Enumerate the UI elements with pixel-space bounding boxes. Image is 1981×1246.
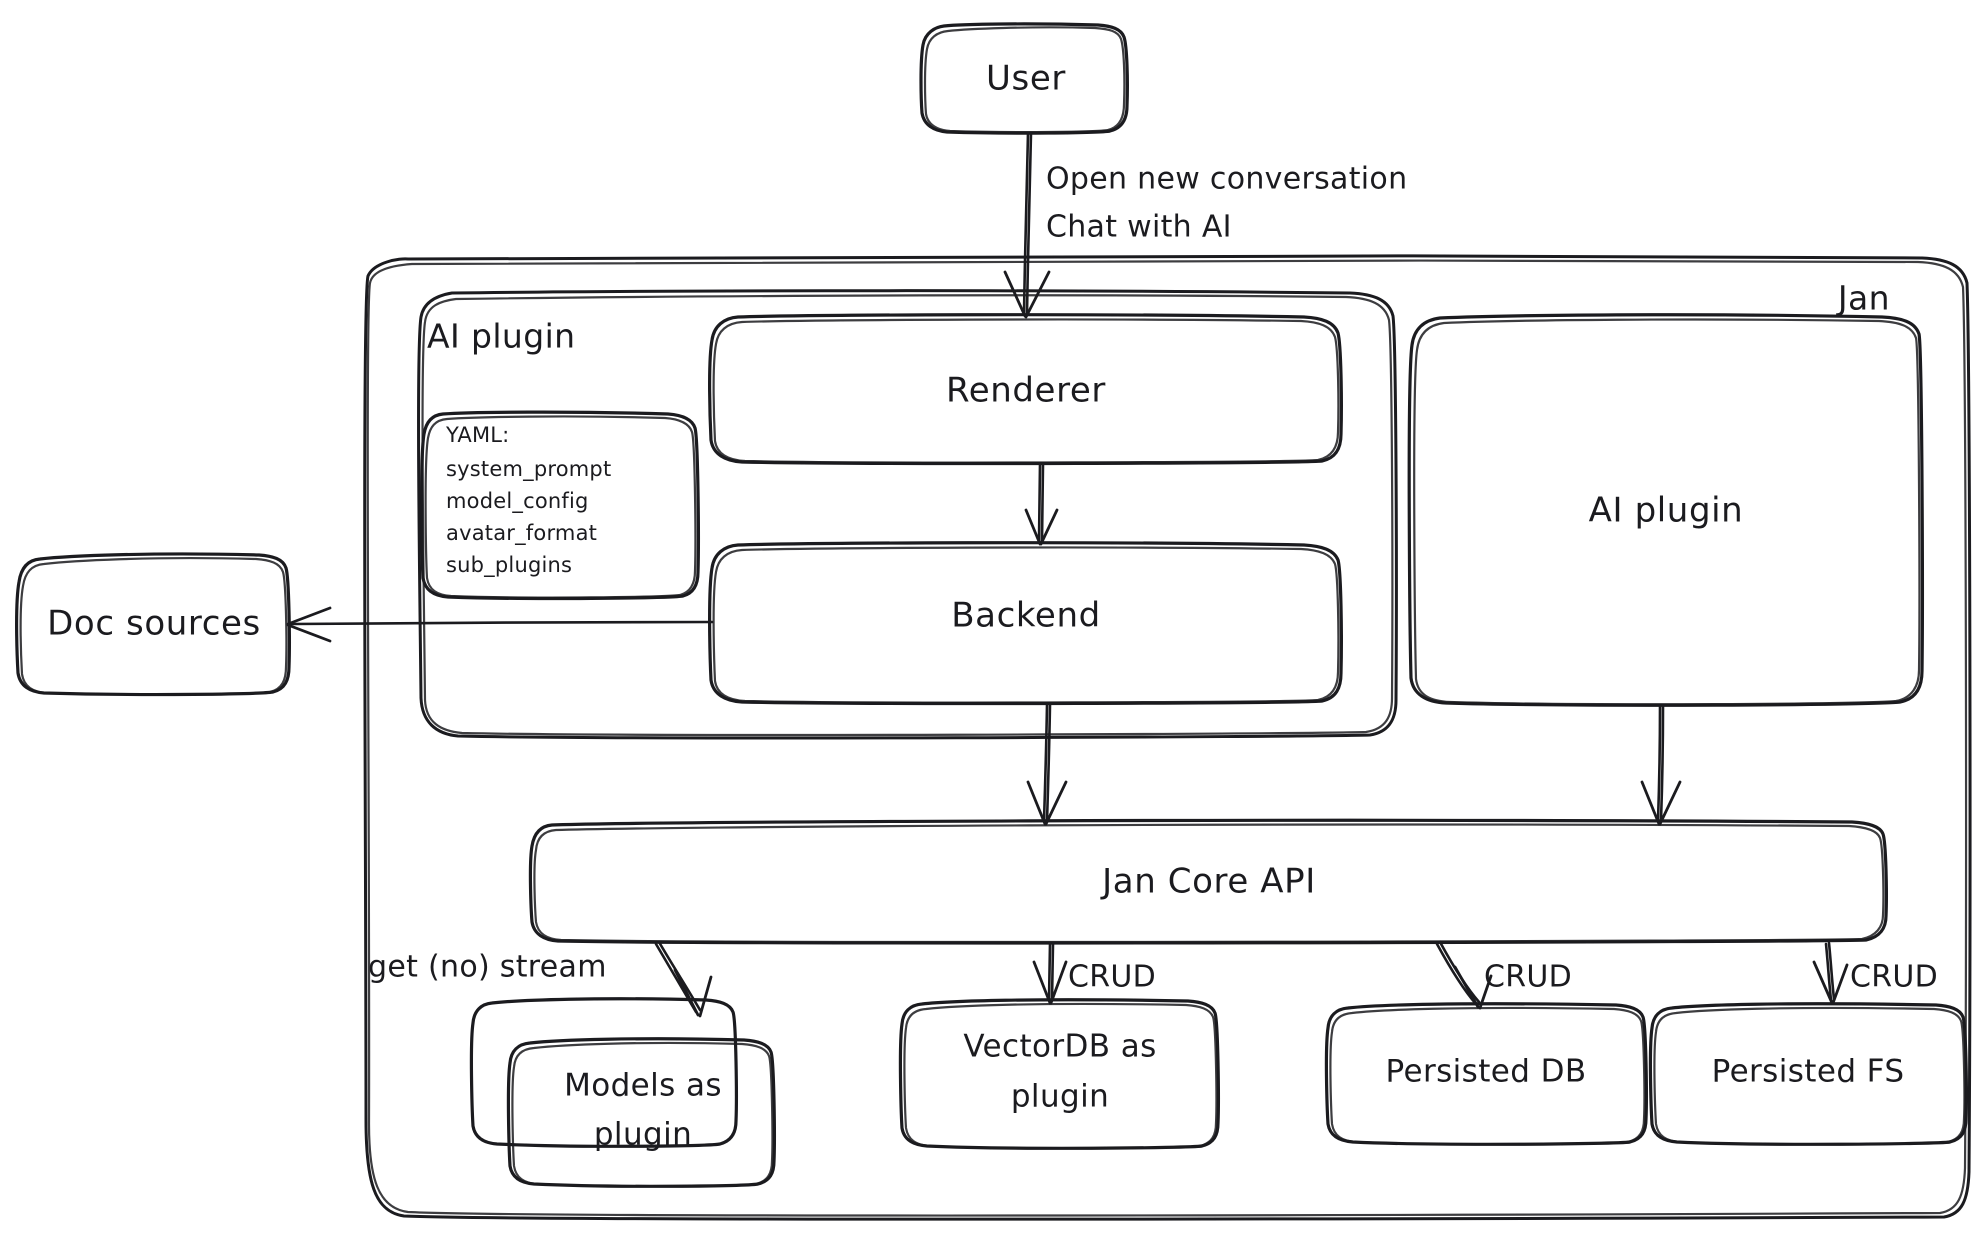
node-renderer-label: Renderer (946, 371, 1106, 411)
container-jan-label: Jan (1836, 279, 1890, 318)
node-vectordb-plugin-label-line1: VectorDB as (963, 1029, 1156, 1065)
node-yaml-card: YAML: system_prompt model_config avatar_… (420, 410, 700, 601)
edge-api-to-vectordb-label: CRUD (1068, 960, 1156, 995)
edge-api-to-persisted-fs (1812, 941, 1849, 1005)
node-jan-core-api-label: Jan Core API (1100, 862, 1316, 902)
node-models-plugin-label-line2: plugin (594, 1117, 692, 1153)
node-doc-sources-label: Doc sources (47, 604, 261, 644)
edge-api-to-persisted-db (1435, 940, 1493, 1010)
edge-api-to-models-label: get (no) stream (368, 950, 607, 985)
yaml-line-4: sub_plugins (446, 553, 572, 578)
node-backend-label: Backend (951, 596, 1101, 636)
node-models-plugin[interactable]: Models as plugin (469, 997, 776, 1188)
node-persisted-db[interactable]: Persisted DB (1324, 1002, 1648, 1146)
edge-user-to-renderer-label-line2: Chat with AI (1046, 210, 1232, 245)
node-ai-plugin-box[interactable]: AI plugin (1407, 313, 1924, 707)
node-ai-plugin-box-label: AI plugin (1589, 491, 1744, 531)
edge-ai-plugin-to-jan-core-api (1640, 704, 1682, 826)
node-user[interactable] (919, 22, 1129, 135)
node-backend[interactable]: Backend (708, 541, 1343, 706)
node-user-label: User (986, 59, 1066, 99)
node-doc-sources[interactable]: Doc sources (15, 552, 291, 697)
node-persisted-db-label: Persisted DB (1385, 1054, 1586, 1090)
edge-user-to-renderer (1003, 131, 1051, 319)
yaml-line-3: avatar_format (446, 521, 597, 546)
edge-user-to-renderer-label-line1: Open new conversation (1046, 162, 1407, 197)
node-models-plugin-label-line1: Models as (564, 1068, 722, 1104)
node-vectordb-plugin[interactable]: VectorDB as plugin (898, 998, 1220, 1150)
yaml-line-0: YAML: (445, 423, 509, 447)
edge-api-to-persisted-db-label: CRUD (1484, 960, 1572, 995)
edge-backend-to-doc-sources (286, 606, 714, 643)
yaml-line-1: system_prompt (446, 457, 611, 482)
container-jan (363, 254, 1972, 1221)
edge-api-to-persisted-fs-label: CRUD (1850, 960, 1938, 995)
node-vectordb-plugin-label-line2: plugin (1011, 1079, 1109, 1115)
container-ai-plugin-group (417, 289, 1398, 740)
container-ai-plugin-group-label: AI plugin (427, 317, 575, 356)
yaml-line-2: model_config (446, 489, 589, 514)
edge-backend-to-jan-core-api (1026, 703, 1068, 826)
node-renderer[interactable]: Renderer (708, 313, 1343, 466)
node-persisted-fs[interactable]: Persisted FS (1648, 1002, 1968, 1146)
edge-api-to-vectordb (1032, 942, 1068, 1005)
edge-api-to-models (654, 940, 713, 1018)
edge-renderer-to-backend (1024, 462, 1059, 546)
node-persisted-fs-label: Persisted FS (1712, 1054, 1905, 1090)
node-jan-core-api[interactable]: Jan Core API (528, 818, 1888, 945)
